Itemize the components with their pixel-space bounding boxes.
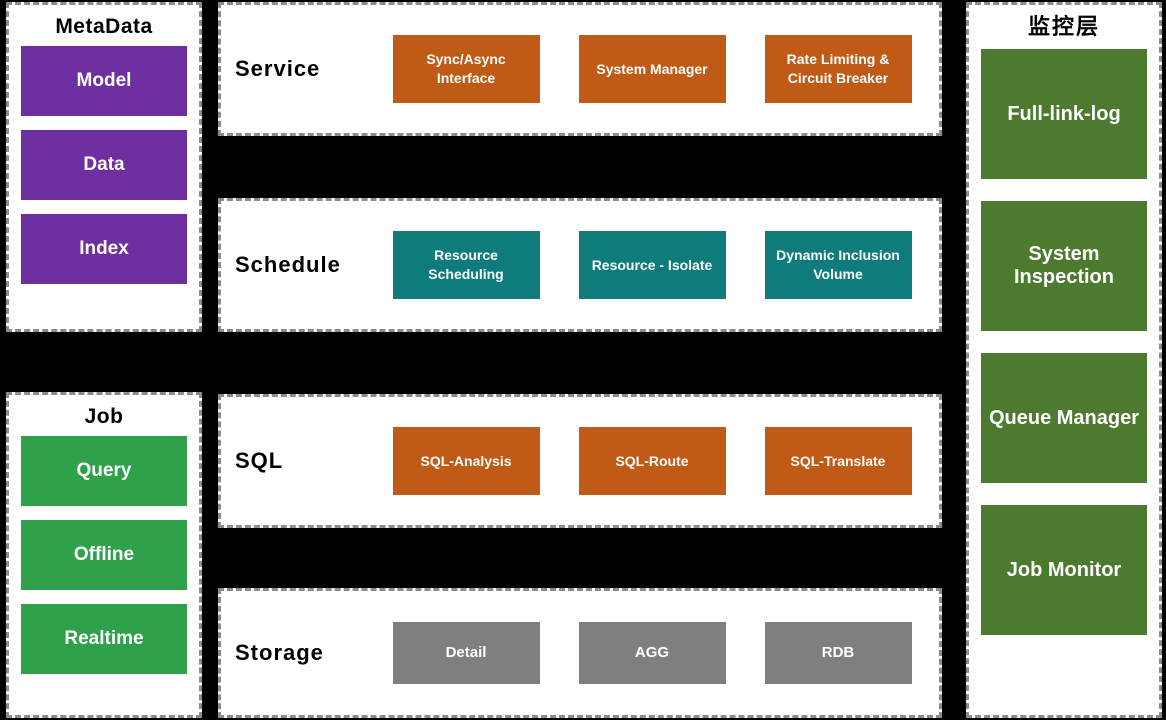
service-layer-panel: Service Sync/Async Interface System Mana… — [218, 2, 942, 136]
metadata-chip-stack: Model Data Index — [9, 46, 199, 294]
monitor-chip-system-inspection[interactable]: System Inspection — [981, 201, 1147, 332]
storage-box-detail[interactable]: Detail — [392, 622, 540, 684]
storage-row-label: Storage — [235, 640, 324, 665]
storage-row: Storage Detail AGG RDB — [221, 591, 939, 715]
sql-box-analysis-label: SQL-Analysis — [420, 452, 512, 469]
schedule-box-resource-isolate[interactable]: Resource - Isolate — [578, 231, 726, 299]
monitor-chip-stack: Full-link-log System Inspection Queue Ma… — [969, 47, 1159, 645]
monitor-layer-panel: 监控层 Full-link-log System Inspection Queu… — [966, 2, 1162, 718]
sql-box-route[interactable]: SQL-Route — [578, 427, 726, 495]
service-box-sync-async-interface[interactable]: Sync/Async Interface — [392, 35, 540, 103]
schedule-box-resource-scheduling-label: Resource Scheduling — [428, 247, 504, 282]
monitor-chip-system-inspection-label: System Inspection — [1013, 243, 1114, 289]
service-box-system-manager-label: System Manager — [596, 60, 708, 77]
metadata-chip-data[interactable]: Data — [21, 130, 187, 201]
metadata-chip-data-label: Data — [83, 154, 125, 176]
monitor-chip-job-monitor[interactable]: Job Monitor — [981, 505, 1147, 636]
job-chip-stack: Query Offline Realtime — [9, 436, 199, 684]
monitor-chip-full-link-log-label: Full-link-log — [1007, 102, 1121, 125]
storage-box-agg[interactable]: AGG — [578, 622, 726, 684]
monitor-chip-queue-manager-label: Queue Manager — [988, 406, 1140, 429]
job-title: Job — [84, 405, 124, 428]
storage-layer-panel: Storage Detail AGG RDB — [218, 588, 942, 718]
service-row: Service Sync/Async Interface System Mana… — [221, 5, 939, 133]
sql-row: SQL SQL-Analysis SQL-Route SQL-Translate — [221, 397, 939, 525]
metadata-title: MetaData — [55, 15, 153, 38]
metadata-chip-model-label: Model — [76, 70, 132, 92]
sql-row-label: SQL — [235, 448, 284, 473]
job-chip-query[interactable]: Query — [21, 436, 187, 507]
job-chip-offline[interactable]: Offline — [21, 520, 187, 591]
job-chip-realtime[interactable]: Realtime — [21, 604, 187, 675]
metadata-chip-index[interactable]: Index — [21, 214, 187, 285]
metadata-chip-model[interactable]: Model — [21, 46, 187, 117]
schedule-row: Schedule Resource Scheduling Resource - … — [221, 201, 939, 329]
service-row-label: Service — [235, 56, 321, 81]
service-box-sync-async-interface-label: Sync/Async Interface — [426, 51, 506, 86]
schedule-box-resource-scheduling[interactable]: Resource Scheduling — [392, 231, 540, 299]
service-box-group: Sync/Async Interface System Manager Rate… — [373, 5, 931, 133]
sql-box-translate-label: SQL-Translate — [790, 452, 886, 469]
sql-box-group: SQL-Analysis SQL-Route SQL-Translate — [373, 397, 931, 525]
schedule-box-resource-isolate-label: Resource - Isolate — [591, 256, 713, 273]
schedule-box-group: Resource Scheduling Resource - Isolate D… — [373, 201, 931, 329]
storage-box-agg-label: AGG — [634, 643, 670, 661]
job-chip-realtime-label: Realtime — [64, 628, 144, 650]
monitor-title: 监控层 — [1027, 14, 1100, 39]
job-chip-offline-label: Offline — [73, 544, 135, 566]
schedule-layer-panel: Schedule Resource Scheduling Resource - … — [218, 198, 942, 332]
service-box-rate-limiting-circuit-breaker-label: Rate Limiting & Circuit Breaker — [786, 51, 890, 86]
sql-box-analysis[interactable]: SQL-Analysis — [392, 427, 540, 495]
job-chip-query-label: Query — [76, 460, 132, 482]
sql-box-route-label: SQL-Route — [615, 452, 689, 469]
storage-box-group: Detail AGG RDB — [373, 591, 931, 715]
storage-box-rdb[interactable]: RDB — [764, 622, 912, 684]
metadata-chip-index-label: Index — [79, 238, 129, 260]
monitor-chip-queue-manager[interactable]: Queue Manager — [981, 353, 1147, 484]
monitor-chip-job-monitor-label: Job Monitor — [1006, 558, 1122, 581]
metadata-panel: MetaData Model Data Index — [6, 2, 202, 332]
storage-box-rdb-label: RDB — [821, 643, 855, 661]
schedule-box-dynamic-inclusion-volume[interactable]: Dynamic Inclusion Volume — [764, 231, 912, 299]
service-box-rate-limiting-circuit-breaker[interactable]: Rate Limiting & Circuit Breaker — [764, 35, 912, 103]
schedule-row-label: Schedule — [235, 252, 341, 277]
schedule-box-dynamic-inclusion-volume-label: Dynamic Inclusion Volume — [776, 247, 900, 282]
service-box-system-manager[interactable]: System Manager — [578, 35, 726, 103]
storage-box-detail-label: Detail — [445, 643, 487, 661]
job-panel: Job Query Offline Realtime — [6, 392, 202, 718]
sql-box-translate[interactable]: SQL-Translate — [764, 427, 912, 495]
sql-layer-panel: SQL SQL-Analysis SQL-Route SQL-Translate — [218, 394, 942, 528]
monitor-chip-full-link-log[interactable]: Full-link-log — [981, 49, 1147, 180]
